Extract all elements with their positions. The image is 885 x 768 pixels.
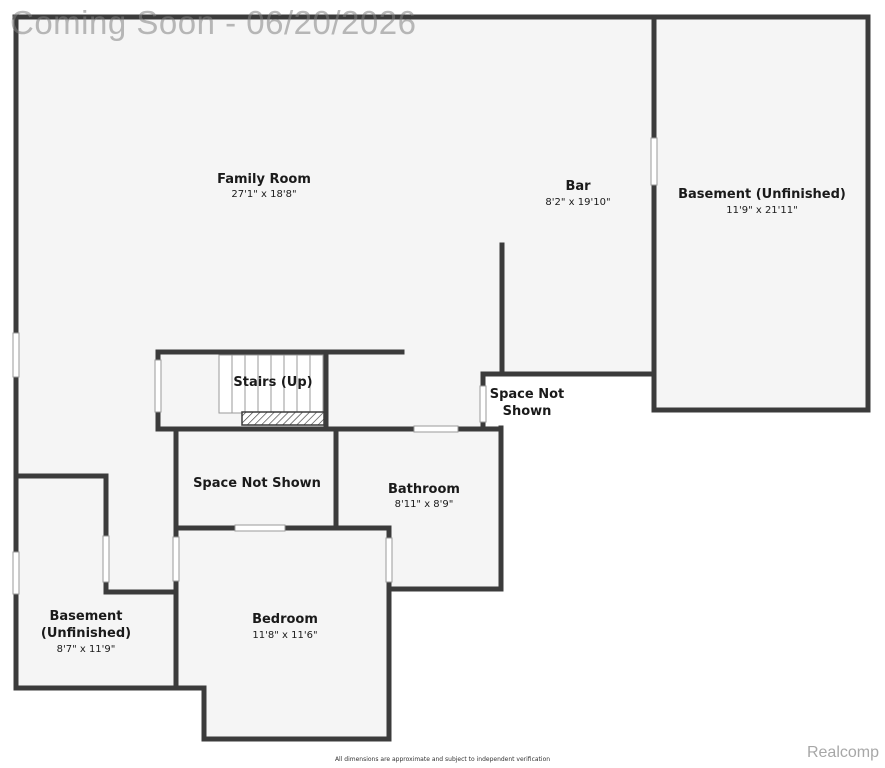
opening-bedroom-right [385,537,393,583]
basement-left-dims: 8'7" x 11'9" [57,644,116,655]
family-room-name: Family Room [217,172,311,187]
stair-landing-hatch [241,411,325,426]
basement-right-dims: 11'9" x 21'11" [726,205,798,216]
opening-basement-left-inner [102,535,110,583]
bathroom-name: Bathroom [388,482,460,497]
opening-bathroom-top [413,425,459,433]
space-not-shown-right-line1: Space Not [490,387,565,402]
bedroom-floor [176,528,388,739]
room-labels: Family Room 27'1" x 18'8" Bar 8'2" x 19'… [41,172,846,655]
window-basement-left [12,551,20,595]
stairs-name: Stairs (Up) [233,375,312,390]
opening-center-left [172,536,180,582]
family-room-dims: 27'1" x 18'8" [231,189,296,200]
opening-space-not-shown [479,385,487,423]
outside-area-left [0,689,204,768]
bathroom-dims: 8'11" x 8'9" [395,499,454,510]
bar-dims: 8'2" x 19'10" [545,197,610,208]
space-not-shown-right-line2: Shown [503,404,552,419]
basement-left-line1: Basement [49,609,122,624]
bedroom-dims: 11'8" x 11'6" [252,630,317,641]
basement-left-line2: (Unfinished) [41,626,131,641]
opening-bar-basement [650,137,658,186]
outside-area-right [502,411,885,768]
stair-treads [218,354,324,414]
dimensions-disclaimer: All dimensions are approximate and subje… [334,756,551,763]
space-not-shown-center-floor [176,430,335,528]
bedroom-name: Bedroom [252,612,318,627]
family-room-floor [16,17,656,428]
space-not-shown-center-name: Space Not Shown [193,476,321,491]
basement-right-floor [654,17,868,409]
bar-name: Bar [565,179,591,194]
window-family-room-left [12,332,20,378]
basement-right-name: Basement (Unfinished) [678,187,846,202]
coming-soon-watermark: Coming Soon - 06/20/2026 [10,4,417,41]
openings [12,137,658,595]
opening-stairs-left [154,359,162,413]
opening-bedroom-top [234,524,286,532]
basement-left-floor [16,476,176,688]
realcomp-logo: Realcomp [806,744,879,761]
